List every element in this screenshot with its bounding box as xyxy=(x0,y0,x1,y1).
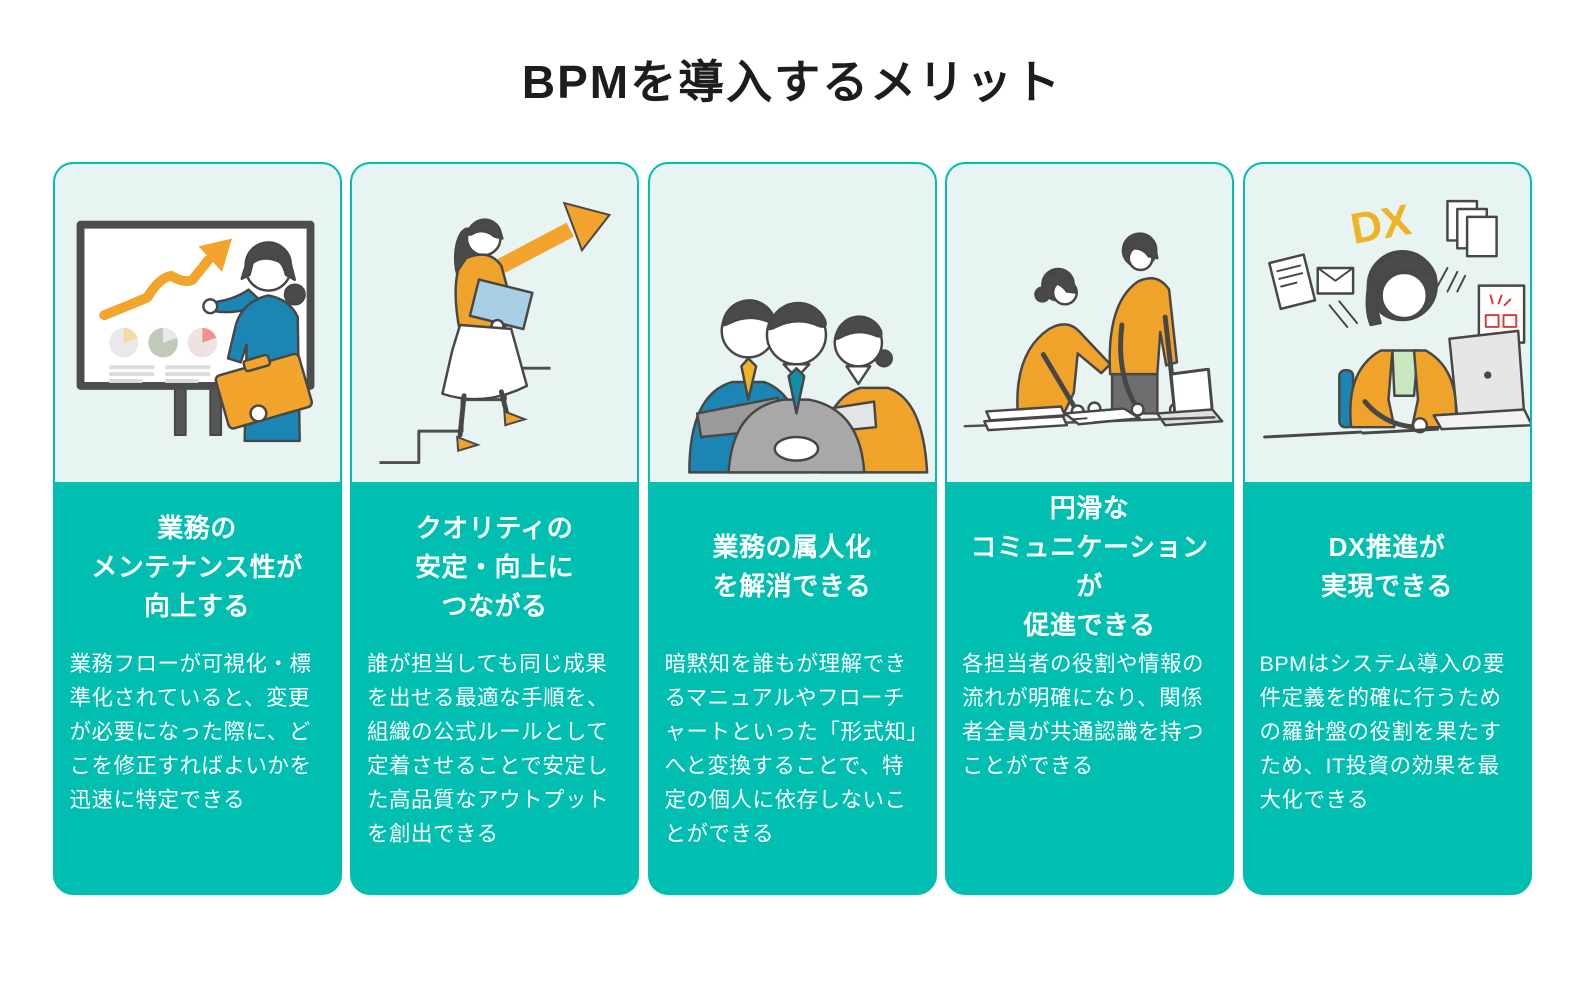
card-title: 業務の属人化 を解消できる xyxy=(712,532,872,601)
business-team-illustration xyxy=(649,164,935,482)
dx-laptop-illustration: DX xyxy=(1244,164,1530,482)
card-content: DX推進が 実現できる BPMはシステム導入の要件定義を的確に行うための羅針盤の… xyxy=(1244,482,1530,893)
benefit-card-depersonalization: 業務の属人化 を解消できる 暗黙知を誰もが理解できるマニュアルやフローチャートと… xyxy=(647,162,937,895)
card-title: 業務の メンテナンス性が 向上する xyxy=(91,512,303,621)
benefit-cards: 業務の メンテナンス性が 向上する 業務フローが可視化・標準化されていると、変更… xyxy=(52,162,1532,895)
dx-label: DX xyxy=(1347,196,1415,254)
card-body: 暗黙知を誰もが理解できるマニュアルやフローチャートといった「形式知」へと変換する… xyxy=(664,652,918,846)
benefit-card-communication: 円滑な コミュニケーションが 促進できる 各担当者の役割や情報の流れが明確になり… xyxy=(945,162,1234,895)
desk-collaboration-illustration xyxy=(947,164,1232,482)
card-body: 誰が担当しても同じ成果を出せる最適な手順を、組織の公式ルールとして定着させること… xyxy=(367,652,610,846)
card-content: 業務の メンテナンス性が 向上する 業務フローが可視化・標準化されていると、変更… xyxy=(54,482,340,893)
card-body: BPMはシステム導入の要件定義を的確に行うための羅針盤の役割を果たすため、IT投… xyxy=(1259,652,1505,812)
climbing-stairs-illustration xyxy=(352,164,637,482)
card-content: 業務の属人化 を解消できる 暗黙知を誰もが理解できるマニュアルやフローチャートと… xyxy=(649,482,935,893)
page-title: BPMを導入するメリット xyxy=(521,56,1063,108)
card-title: クオリティの 安定・向上に つながる xyxy=(414,512,574,621)
card-content: 円滑な コミュニケーションが 促進できる 各担当者の役割や情報の流れが明確になり… xyxy=(947,482,1232,893)
card-title: 円滑な コミュニケーションが 促進できる xyxy=(970,493,1209,640)
benefit-card-dx: DX xyxy=(1242,162,1532,895)
card-content: クオリティの 安定・向上に つながる 誰が担当しても同じ成果を出せる最適な手順を… xyxy=(352,482,637,893)
card-body: 各担当者の役割や情報の流れが明確になり、関係者全員が共通認識を持つことができる xyxy=(962,652,1205,778)
benefit-card-maintenance: 業務の メンテナンス性が 向上する 業務フローが可視化・標準化されていると、変更… xyxy=(52,162,342,895)
benefit-card-quality: クオリティの 安定・向上に つながる 誰が担当しても同じ成果を出せる最適な手順を… xyxy=(350,162,639,895)
card-title: DX推進が 実現できる xyxy=(1321,532,1453,601)
card-body: 業務フローが可視化・標準化されていると、変更が必要になった際に、どこを修正すれば… xyxy=(69,652,312,812)
whiteboard-presentation-illustration xyxy=(54,164,340,482)
